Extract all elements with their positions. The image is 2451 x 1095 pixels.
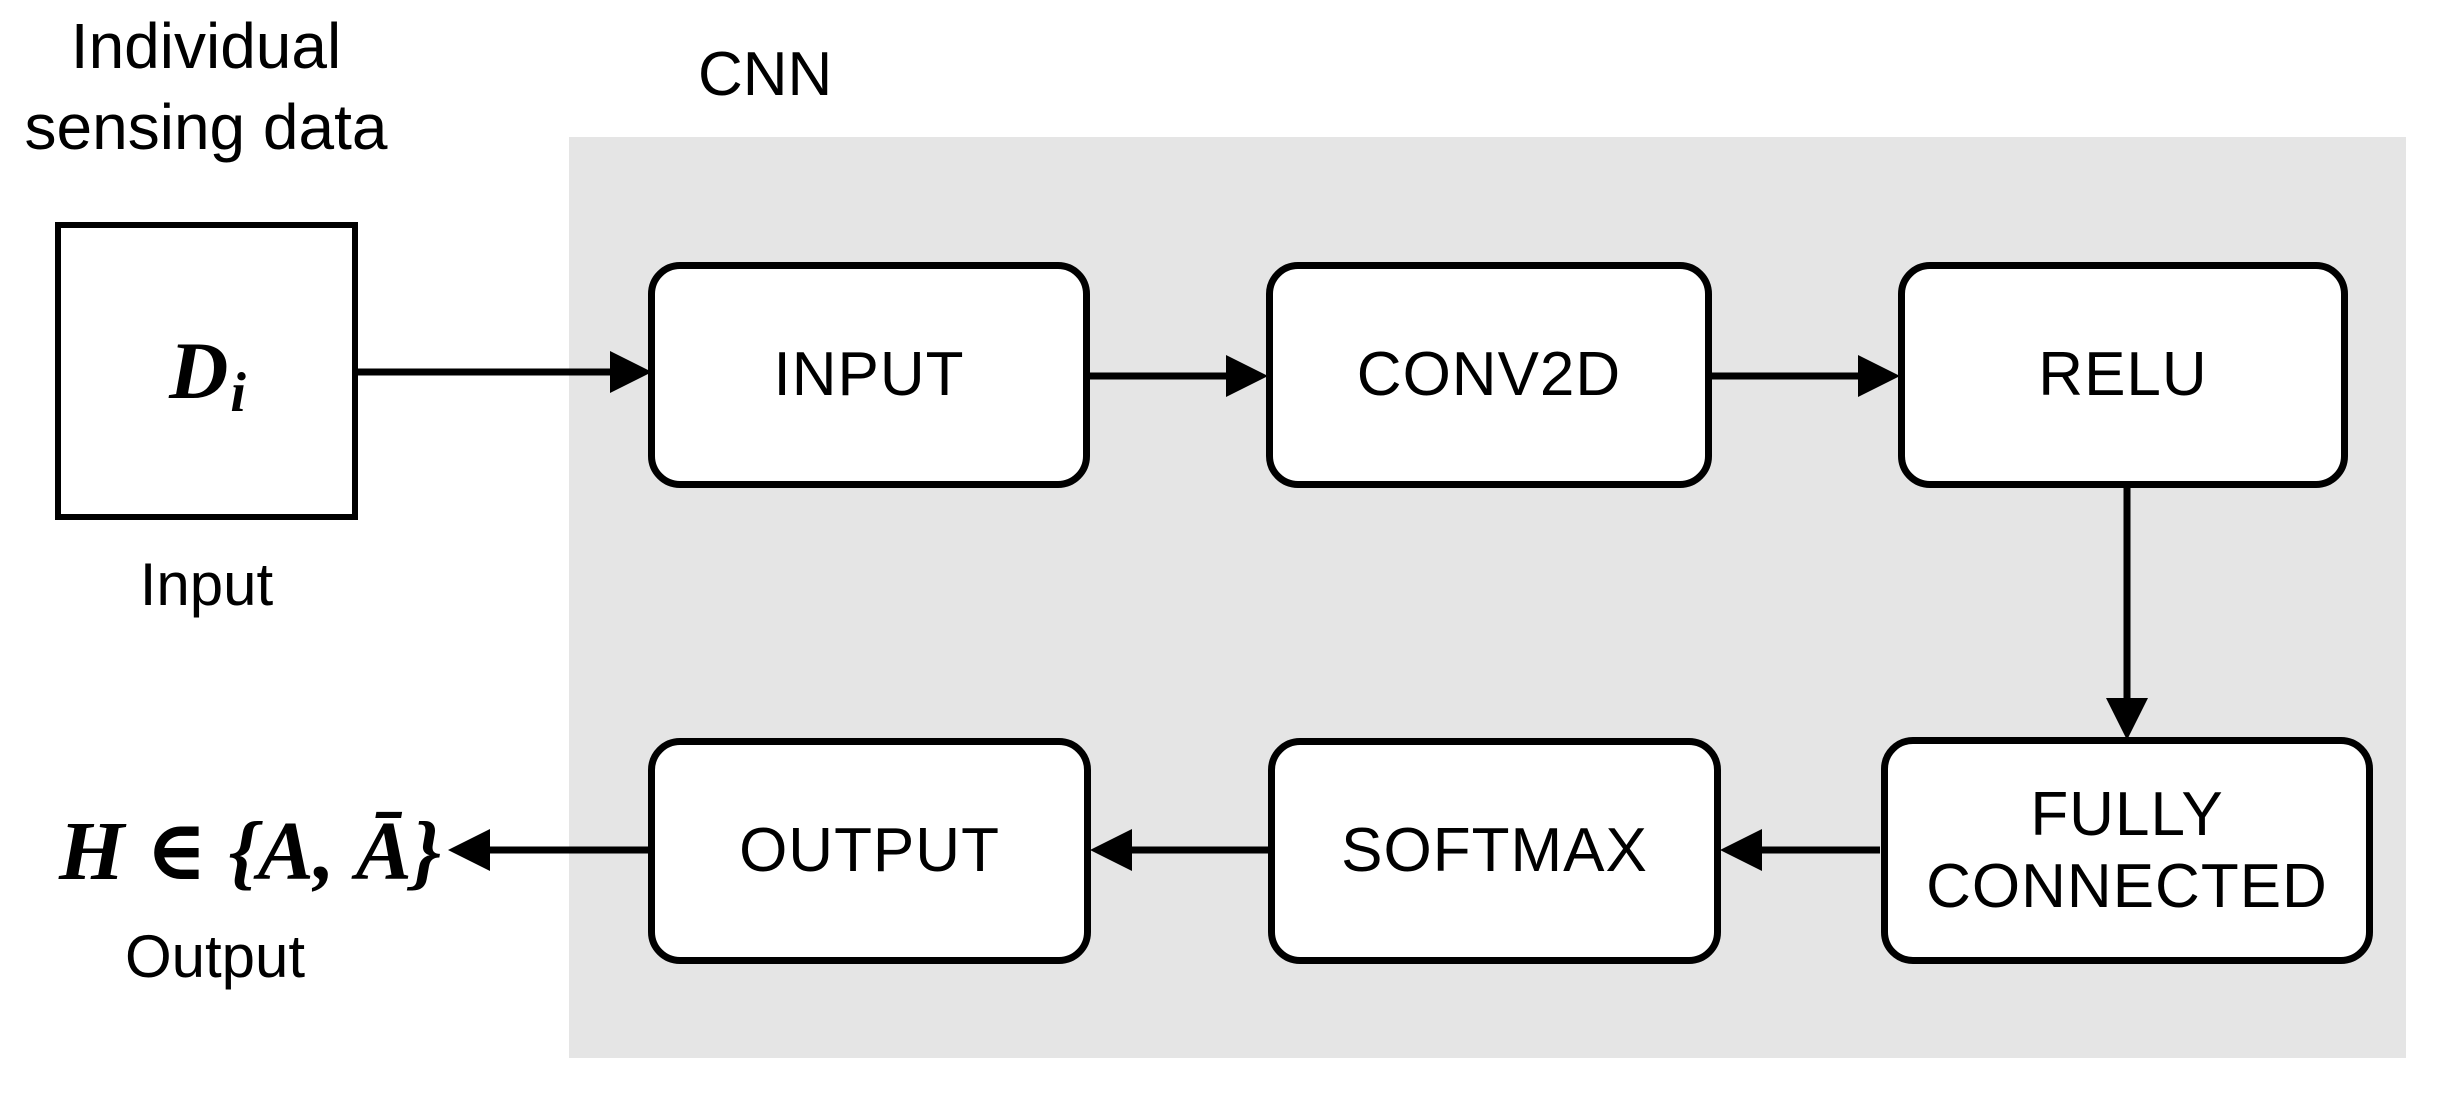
node-output: OUTPUT (648, 738, 1091, 964)
node-fully-connected: FULLY CONNECTED (1881, 737, 2373, 964)
input-caption: Input (139, 551, 274, 618)
cnn-group-label: CNN (698, 40, 833, 109)
output-caption: Output (124, 923, 306, 990)
node-input: INPUT (648, 262, 1090, 488)
node-conv2d: CONV2D (1266, 262, 1712, 488)
node-relu: RELU (1898, 262, 2348, 488)
source-symbol-subscript: i (230, 362, 246, 424)
source-data-label: Individual sensing data (24, 10, 388, 163)
result-expression: H ∈ {A, Ā} (58, 805, 442, 898)
source-symbol-base: D (169, 325, 229, 416)
node-softmax: SOFTMAX (1268, 738, 1721, 964)
